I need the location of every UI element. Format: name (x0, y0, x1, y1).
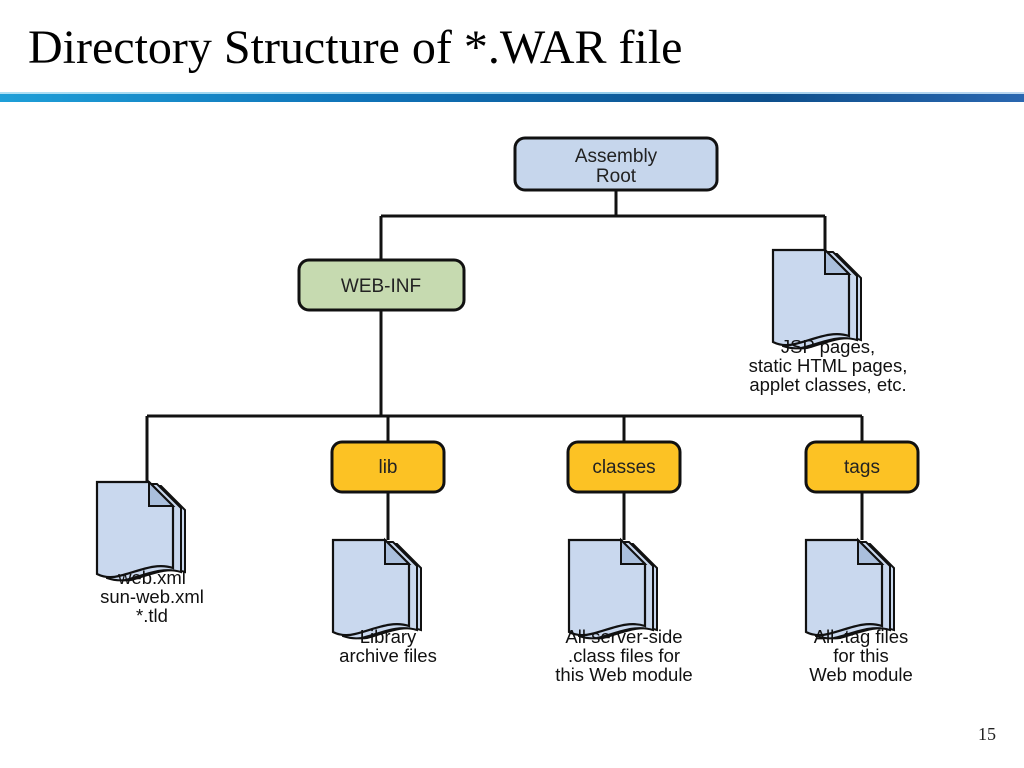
web-inf-node: WEB-INF (297, 258, 466, 312)
class-files-caption-line3: this Web module (555, 664, 692, 685)
title-underline-highlight (0, 92, 1024, 95)
tag-files-document-icon (804, 538, 896, 640)
library-caption-line1: Library (360, 626, 417, 647)
descriptor-caption-line3: *.tld (136, 605, 168, 626)
library-caption: Library archive files (339, 626, 437, 666)
descriptor-caption-line1: web.xml (117, 567, 186, 588)
class-files-caption: All server-side .class files for this We… (555, 626, 692, 685)
tags-label: tags (844, 457, 880, 478)
assembly-root-label-line1: Assembly (575, 146, 658, 167)
classes-label: classes (592, 457, 655, 478)
tag-files-caption-line1: All .tag files (814, 626, 909, 647)
class-files-caption-line1: All server-side (565, 626, 682, 647)
web-content-caption-line3: applet classes, etc. (749, 374, 906, 395)
connector-lines (145, 190, 864, 540)
descriptor-caption-line2: sun-web.xml (100, 586, 204, 607)
library-caption-line2: archive files (339, 645, 437, 666)
descriptor-caption: web.xml sun-web.xml *.tld (100, 567, 204, 626)
tag-files-caption: All .tag files for this Web module (809, 626, 913, 685)
tags-folder-node: tags (804, 440, 920, 494)
tag-files-caption-line2: for this (833, 645, 889, 666)
page-number: 15 (978, 724, 996, 744)
classes-folder-node: classes (566, 440, 682, 494)
slide-title: Directory Structure of *.WAR file (28, 21, 683, 74)
class-files-document-icon (567, 538, 659, 640)
descriptor-document-icon (95, 480, 187, 582)
lib-folder-node: lib (330, 440, 446, 494)
web-inf-label: WEB-INF (341, 276, 421, 297)
web-content-document-icon (771, 248, 863, 350)
lib-label: lib (378, 457, 397, 478)
class-files-caption-line2: .class files for (568, 645, 680, 666)
assembly-root-node: Assembly Root (513, 136, 719, 192)
tag-files-caption-line3: Web module (809, 664, 913, 685)
web-content-caption: JSP pages, static HTML pages, applet cla… (749, 336, 908, 395)
title-underline-bar (0, 94, 1024, 102)
assembly-root-label-line2: Root (596, 166, 637, 187)
web-content-caption-line1: JSP pages, (781, 336, 875, 357)
library-document-icon (331, 538, 423, 640)
web-content-caption-line2: static HTML pages, (749, 355, 908, 376)
